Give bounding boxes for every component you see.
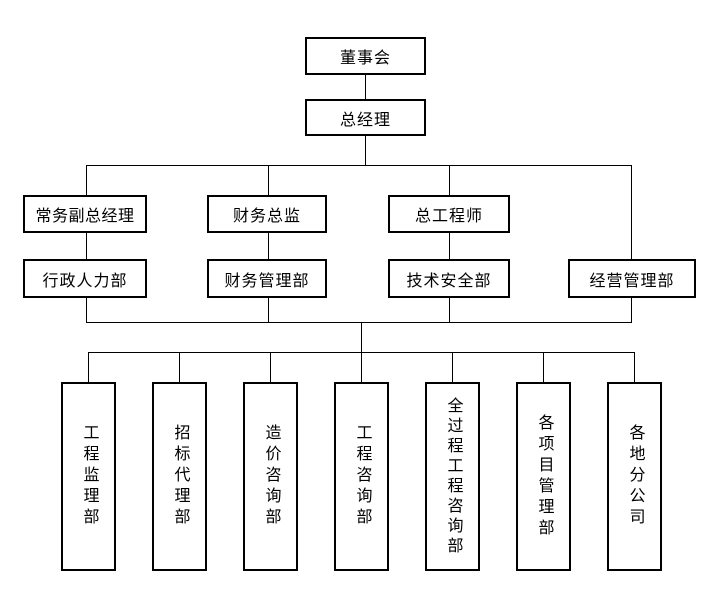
connector-chief-engineer-to-tech-safety <box>449 233 450 259</box>
org-box-whole-process-consulting-dept-label: 全过程工程咨询部 <box>444 396 462 557</box>
org-box-tech-safety-dept: 技术安全部 <box>388 259 510 298</box>
org-box-cost-consulting-dept: 造价咨询部 <box>243 382 298 571</box>
connector-drop-operations-mgmt-dept <box>631 165 632 259</box>
org-box-executive-deputy-gm-label: 常务副总经理 <box>35 208 135 225</box>
org-box-engineering-consulting-dept-label: 工程咨询部 <box>353 424 371 529</box>
connector-drop-project-mgmt <box>543 352 544 382</box>
connector-finance-mgmt-down <box>268 298 269 322</box>
org-box-bidding-agency-dept: 招标代理部 <box>152 382 207 571</box>
org-box-finance-director: 财务总监 <box>207 195 327 233</box>
connector-tech-safety-down <box>449 298 450 322</box>
org-box-chief-engineer-label: 总工程师 <box>414 208 483 225</box>
org-box-bidding-agency-dept-label: 招标代理部 <box>171 424 189 529</box>
connector-drop-engineering-consulting <box>361 352 362 382</box>
org-box-regional-branches-label: 各地分公司 <box>626 424 644 529</box>
org-box-operations-mgmt-dept-label: 经营管理部 <box>589 272 675 290</box>
org-box-general-manager-label: 总经理 <box>339 111 391 129</box>
org-box-finance-mgmt-dept: 财务管理部 <box>207 259 327 298</box>
org-box-board-label: 董事会 <box>339 50 391 67</box>
org-box-general-manager: 总经理 <box>305 99 426 136</box>
org-box-whole-process-consulting-dept: 全过程工程咨询部 <box>425 382 480 571</box>
connector-drop-executive-deputy-gm <box>86 165 87 195</box>
connector-admin-hr-down <box>86 298 87 322</box>
org-box-chief-engineer: 总工程师 <box>388 195 510 233</box>
connector-drop-whole-process-consulting <box>452 352 453 382</box>
org-box-tech-safety-dept-label: 技术安全部 <box>406 272 492 290</box>
org-box-cost-consulting-dept-label: 造价咨询部 <box>262 424 280 529</box>
connector-level4-hbar <box>86 322 632 323</box>
connector-drop-finance-director <box>268 165 269 195</box>
org-box-operations-mgmt-dept: 经营管理部 <box>568 259 696 298</box>
org-box-engineering-supervision-dept-label: 工程监理部 <box>80 424 98 529</box>
connector-drop-cost-consulting <box>270 352 271 382</box>
connector-operations-mgmt-down <box>631 298 632 322</box>
connector-board-to-gm <box>365 75 366 99</box>
connector-drop-chief-engineer <box>449 165 450 195</box>
connector-drop-engineering-supervision <box>88 352 89 382</box>
org-box-executive-deputy-gm: 常务副总经理 <box>23 195 147 233</box>
org-box-engineering-supervision-dept: 工程监理部 <box>61 382 116 571</box>
org-box-project-mgmt-depts: 各项目管理部 <box>516 382 571 571</box>
connector-deputy-gm-to-admin-hr <box>86 233 87 259</box>
connector-level3-hbar <box>86 165 632 166</box>
org-box-board: 董事会 <box>305 37 426 75</box>
org-box-admin-hr-dept-label: 行政人力部 <box>42 272 128 290</box>
connector-gm-down <box>365 136 366 165</box>
connector-drop-bidding-agency <box>179 352 180 382</box>
org-box-engineering-consulting-dept: 工程咨询部 <box>334 382 389 571</box>
connector-center-drop <box>361 322 362 352</box>
org-box-finance-director-label: 财务总监 <box>232 208 301 225</box>
org-box-admin-hr-dept: 行政人力部 <box>23 259 147 298</box>
org-box-regional-branches: 各地分公司 <box>607 382 662 571</box>
org-box-finance-mgmt-dept-label: 财务管理部 <box>224 272 310 290</box>
connector-finance-director-to-finance-mgmt <box>268 233 269 259</box>
connector-drop-regional-branches <box>634 352 635 382</box>
org-box-project-mgmt-depts-label: 各项目管理部 <box>535 413 553 540</box>
